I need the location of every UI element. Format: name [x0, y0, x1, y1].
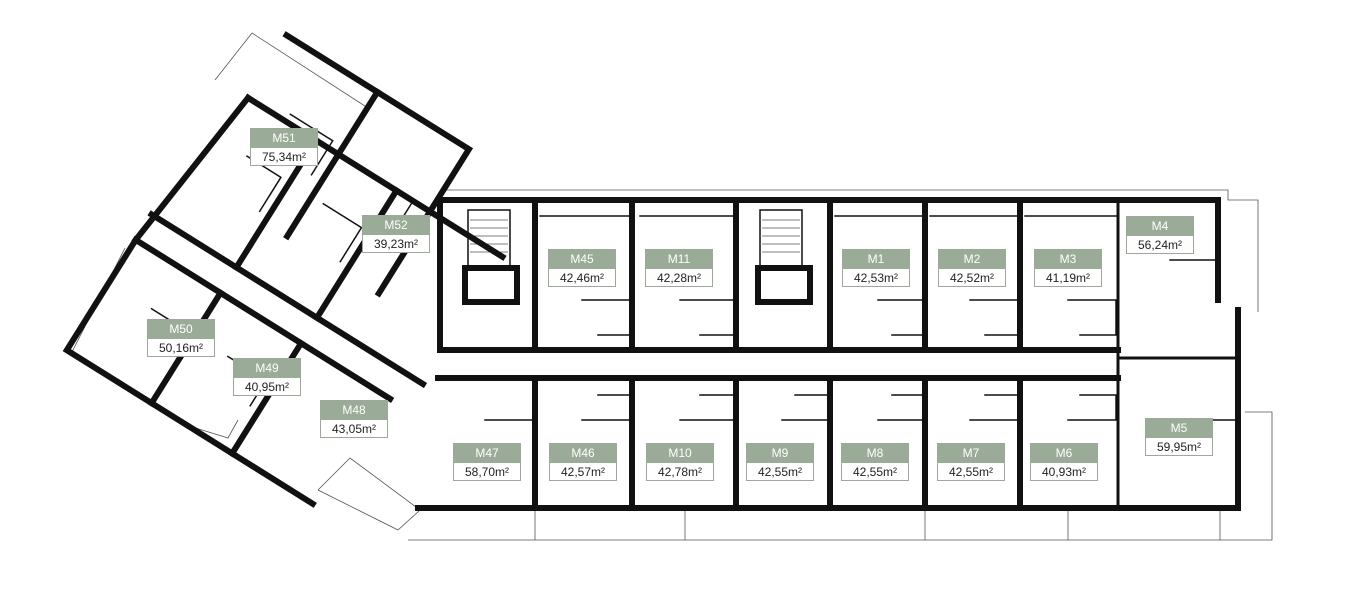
apartment-code: M10 — [647, 444, 713, 463]
apartment-area: 43,05m² — [331, 422, 377, 436]
stair-cores — [462, 209, 813, 305]
apartment-code: M52 — [363, 216, 429, 235]
apartment-label-m49[interactable]: M49 40,95m² — [233, 358, 301, 396]
apartment-code: M9 — [747, 444, 813, 463]
apartment-label-m2[interactable]: M2 42,52m² — [938, 249, 1006, 287]
apartment-area: 75,34m² — [261, 150, 307, 164]
apartment-area: 42,78m² — [657, 465, 703, 479]
apartment-code: M5 — [1146, 419, 1212, 438]
apartment-label-m9[interactable]: M9 42,55m² — [746, 443, 814, 481]
apartment-label-m50[interactable]: M50 50,16m² — [147, 319, 215, 357]
apartment-label-m51[interactable]: M51 75,34m² — [250, 128, 318, 166]
apartment-area: 42,55m² — [757, 465, 803, 479]
apartment-label-m1[interactable]: M1 42,53m² — [842, 249, 910, 287]
apartment-code: M3 — [1035, 250, 1101, 269]
apartment-area: 56,24m² — [1137, 238, 1183, 252]
apartment-code: M46 — [550, 444, 616, 463]
apartment-code: M51 — [251, 129, 317, 148]
apartment-label-m6[interactable]: M6 40,93m² — [1030, 443, 1098, 481]
apartment-code: M1 — [843, 250, 909, 269]
apartment-area: 42,57m² — [560, 465, 606, 479]
apartment-area: 58,70m² — [464, 465, 510, 479]
apartment-code: M7 — [938, 444, 1004, 463]
apartment-code: M45 — [549, 250, 615, 269]
apartment-area: 50,16m² — [158, 341, 204, 355]
apartment-code: M49 — [234, 359, 300, 378]
apartment-code: M11 — [646, 250, 712, 269]
apartment-area: 42,28m² — [656, 271, 702, 285]
apartment-label-m3[interactable]: M3 41,19m² — [1034, 249, 1102, 287]
apartment-area: 42,55m² — [948, 465, 994, 479]
apartment-code: M47 — [454, 444, 520, 463]
apartment-code: M8 — [842, 444, 908, 463]
apartment-label-m46[interactable]: M46 42,57m² — [549, 443, 617, 481]
upper-angled-block — [282, 31, 474, 298]
apartment-code: M2 — [939, 250, 1005, 269]
interior-partitions — [484, 215, 1117, 421]
apartment-area: 41,19m² — [1045, 271, 1091, 285]
apartment-label-m10[interactable]: M10 42,78m² — [646, 443, 714, 481]
apartment-label-m5[interactable]: M5 59,95m² — [1145, 418, 1213, 456]
apartment-label-m45[interactable]: M45 42,46m² — [548, 249, 616, 287]
apartment-label-m47[interactable]: M47 58,70m² — [453, 443, 521, 481]
apartment-area: 40,93m² — [1041, 465, 1087, 479]
main-wing-walls — [415, 197, 1241, 511]
apartment-area: 40,95m² — [244, 380, 290, 394]
apartment-label-m52[interactable]: M52 39,23m² — [362, 215, 430, 253]
apartment-label-m48[interactable]: M48 43,05m² — [320, 400, 388, 438]
apartment-code: M4 — [1127, 217, 1193, 236]
apartment-label-m7[interactable]: M7 42,55m² — [937, 443, 1005, 481]
apartment-label-m11[interactable]: M11 42,28m² — [645, 249, 713, 287]
apartment-label-m4[interactable]: M4 56,24m² — [1126, 216, 1194, 254]
apartment-area: 42,53m² — [853, 271, 899, 285]
apartment-label-m8[interactable]: M8 42,55m² — [841, 443, 909, 481]
apartment-area: 42,52m² — [949, 271, 995, 285]
apartment-area: 42,46m² — [559, 271, 605, 285]
apartment-code: M50 — [148, 320, 214, 339]
apartment-code: M48 — [321, 401, 387, 420]
apartment-area: 59,95m² — [1156, 440, 1202, 454]
apartment-code: M6 — [1031, 444, 1097, 463]
apartment-area: 39,23m² — [373, 237, 419, 251]
apartment-area: 42,55m² — [852, 465, 898, 479]
